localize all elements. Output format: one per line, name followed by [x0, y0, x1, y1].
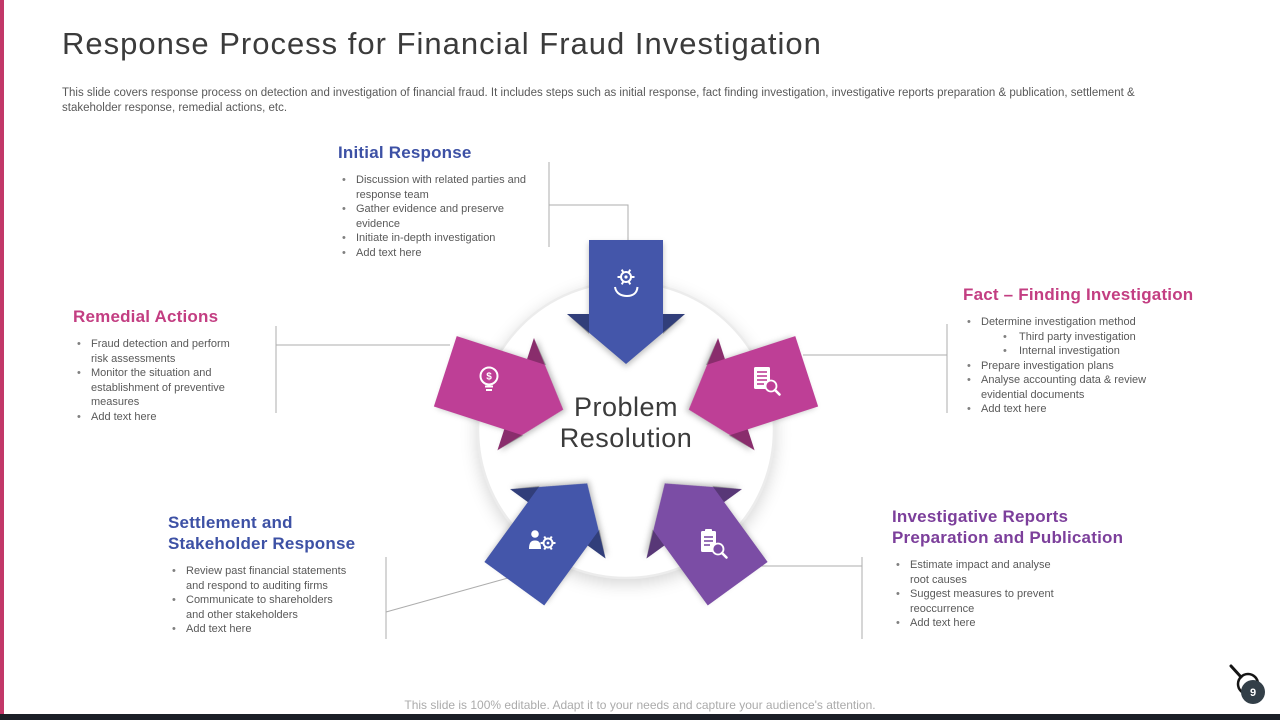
- footer-note: This slide is 100% editable. Adapt it to…: [404, 698, 876, 712]
- document-search-icon: [754, 367, 781, 396]
- settlement-heading: Settlement and Stakeholder Response: [168, 513, 356, 553]
- center-label: Problem Resolution: [501, 392, 751, 454]
- section-fact-finding: Fact – Finding Investigation Determine i…: [963, 284, 1243, 417]
- bulb-dollar-icon: $: [479, 366, 499, 391]
- bullet-item-sub: Internal investigation: [963, 344, 1178, 359]
- bullet-item: Discussion with related parties and resp…: [338, 173, 543, 202]
- initial-response-bullets: Discussion with related parties and resp…: [338, 173, 543, 260]
- center-label-line2: Resolution: [559, 423, 693, 453]
- bullet-item-sub: Third party investigation: [963, 330, 1178, 345]
- remedial-actions-heading: Remedial Actions: [73, 307, 219, 326]
- bullet-item: Communicate to shareholders and other st…: [168, 593, 348, 622]
- section-remedial-actions: Remedial Actions Fraud detection and per…: [73, 306, 283, 424]
- bullet-item: Fraud detection and perform risk assessm…: [73, 337, 248, 366]
- section-investigative-reports: Investigative Reports Preparation and Pu…: [892, 506, 1152, 631]
- bullet-item: Estimate impact and analyse root causes: [892, 558, 1067, 587]
- bottom-bar: [0, 714, 1280, 720]
- fact-finding-bullets: Determine investigation method Third par…: [963, 315, 1178, 417]
- bullet-item: Suggest measures to prevent reoccurrence: [892, 587, 1067, 616]
- gear-hand-icon: [614, 269, 639, 298]
- bullet-item: Review past financial statements and res…: [168, 564, 348, 593]
- svg-text:$: $: [486, 372, 492, 383]
- remedial-actions-bullets: Fraud detection and perform risk assessm…: [73, 337, 248, 424]
- settlement-bullets: Review past financial statements and res…: [168, 564, 348, 637]
- bullet-item: Prepare investigation plans: [963, 359, 1178, 374]
- left-accent-strip: [0, 0, 4, 720]
- report-search-icon: [701, 529, 728, 559]
- page-number: 9: [1250, 687, 1256, 699]
- bullet-item: Add text here: [73, 410, 248, 425]
- bullet-item: Add text here: [892, 616, 1067, 631]
- bullet-item: Determine investigation method: [963, 315, 1178, 330]
- fact-finding-heading: Fact – Finding Investigation: [963, 285, 1194, 304]
- bullet-item: Analyse accounting data & review evident…: [963, 373, 1178, 402]
- bullet-item: Add text here: [168, 622, 348, 637]
- section-settlement: Settlement and Stakeholder Response Revi…: [168, 512, 380, 637]
- slide-description: This slide covers response process on de…: [62, 87, 1135, 114]
- center-label-line1: Problem: [573, 392, 679, 422]
- page-number-badge: 9: [1241, 680, 1265, 704]
- bullet-item: Gather evidence and preserve evidence: [338, 202, 543, 231]
- investigative-reports-bullets: Estimate impact and analyse root causes …: [892, 558, 1067, 631]
- bullet-item: Add text here: [338, 246, 543, 261]
- bullet-item: Add text here: [963, 402, 1178, 417]
- team-gear-icon: [529, 530, 556, 550]
- connector-lines: [275, 162, 948, 639]
- bullet-item: Monitor the situation and establishment …: [73, 366, 248, 410]
- slide-title: Response Process for Financial Fraud Inv…: [62, 26, 822, 61]
- investigative-reports-heading: Investigative Reports Preparation and Pu…: [892, 507, 1124, 547]
- bullet-item: Initiate in-depth investigation: [338, 231, 543, 246]
- section-initial-response: Initial Response Discussion with related…: [338, 142, 553, 260]
- initial-response-heading: Initial Response: [338, 143, 472, 162]
